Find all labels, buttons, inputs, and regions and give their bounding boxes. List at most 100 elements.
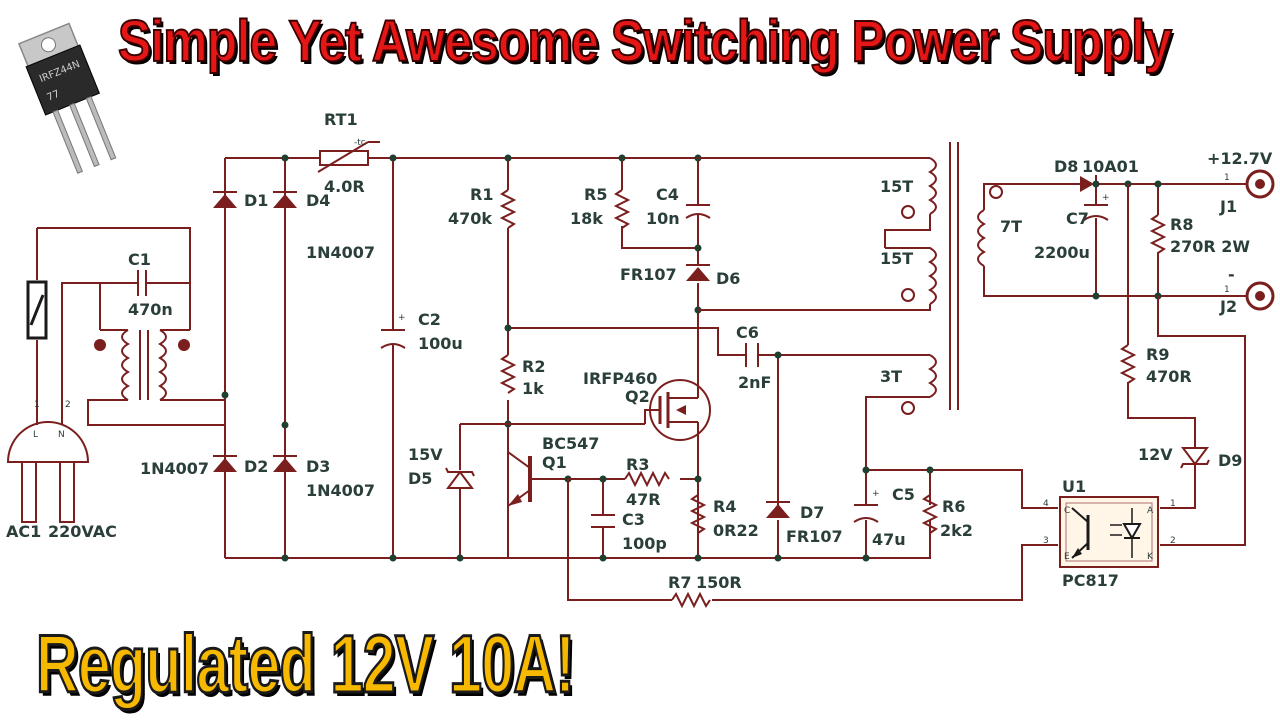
r1-value: 470k (448, 209, 492, 228)
c3-ref: C3 (622, 510, 645, 529)
q2-ref: Q2 (625, 387, 650, 406)
feedback: R9 470R 12V D9 (1119, 184, 1246, 546)
bridge-rectifier: D1 D4 1N4007 1N4007 D2 D3 1N4007 (140, 154, 860, 562)
q1-value: BC547 (542, 434, 599, 453)
c7-value: 2200u (1034, 243, 1090, 262)
u1-pin-k: K (1147, 552, 1154, 562)
q2-mosfet: IRFP460 Q2 (583, 369, 711, 441)
r4-value: 0R22 (713, 521, 759, 540)
r5-ref: R5 (584, 185, 607, 204)
d4-ref: D4 (306, 191, 330, 210)
winding-p1: 15T (880, 177, 913, 196)
page-subtitle: Regulated 12V 10A! (35, 618, 576, 712)
winding-p2: 15T (880, 249, 913, 268)
transistor-to220-icon: IRFZ44N 77 (17, 22, 117, 174)
rt1-ref: RT1 (324, 110, 358, 129)
r4-ref: R4 (713, 497, 736, 516)
transistor-marking-2: 77 (45, 89, 61, 104)
svg-text:+: + (1102, 193, 1110, 203)
ac-pin-2: 2 (65, 400, 71, 410)
c6-ref: C6 (736, 323, 759, 342)
d5-value: 15V (408, 445, 443, 464)
r8-value: 270R 2W (1170, 237, 1250, 256)
r6-ref: R6 (942, 497, 965, 516)
page-title: Simple Yet Awesome Switching Power Suppl… (117, 8, 1173, 75)
j2-pin: 1 (1224, 285, 1230, 295)
transformer: 15T 15T 3T 7T (698, 142, 1028, 559)
r7-value: 150R (696, 573, 742, 592)
j1-value: +12.7V (1207, 149, 1273, 168)
d9-value: 12V (1138, 445, 1173, 464)
r9-ref: R9 (1146, 345, 1169, 364)
ac-input: L N 1 2 AC1 220VAC (6, 227, 191, 541)
c5-value: 47u (872, 530, 906, 549)
winding-sec: 7T (1000, 217, 1022, 236)
d7-ref: D7 (800, 503, 824, 522)
d6-ref: D6 (716, 269, 740, 288)
common-mode-choke (87, 329, 225, 426)
r6-value: 2k2 (940, 521, 973, 540)
current-sense: R3 47R C3 100p R4 0R22 R7 150R (567, 455, 1058, 609)
d8-value: 10A01 (1082, 157, 1139, 176)
d2-value: 1N4007 (140, 459, 209, 478)
svg-text:+: + (398, 313, 406, 323)
u1-pin-e: E (1064, 552, 1070, 562)
u1-pin-2: 2 (1170, 536, 1176, 546)
ac-pin-l: L (33, 430, 38, 440)
ac-pin-1: 1 (34, 400, 40, 410)
d1-ref: D1 (244, 191, 268, 210)
c1-value: 470n (128, 300, 173, 319)
c7-ref: C7 (1066, 209, 1089, 228)
ac1-value: 220VAC (48, 522, 117, 541)
j2-ref: J2 (1219, 297, 1237, 316)
rt1-tc: -tc (354, 138, 366, 148)
j1-ref: J1 (1219, 197, 1237, 216)
u1-ref: U1 (1062, 477, 1086, 496)
c4-ref: C4 (656, 185, 679, 204)
rt1-value: 4.0R (324, 177, 365, 196)
c2-ref: C2 (418, 310, 441, 329)
gate-drive: R1 470k R2 1k 15V D5 BC547 Q1 (408, 154, 698, 562)
r8-ref: R8 (1170, 215, 1193, 234)
u1-pin-3: 3 (1043, 536, 1049, 546)
aux-supply: + C5 47u R6 2k2 (853, 466, 1058, 562)
d6-value: FR107 (620, 265, 677, 284)
r3-value: 47R (626, 490, 661, 509)
c6-value: 2nF (738, 373, 771, 392)
d9-ref: D9 (1218, 451, 1242, 470)
c5-ref: C5 (892, 485, 915, 504)
r2-value: 1k (522, 379, 544, 398)
snubber: R5 18k C4 10n FR107 D6 (570, 154, 740, 558)
j1-pin: 1 (1224, 173, 1230, 183)
c2-capacitor: + C2 100u (380, 154, 463, 562)
d3-ref: D3 (306, 457, 330, 476)
u1-pin-1: 1 (1170, 499, 1176, 509)
rt1-thermistor: RT1 -tc 4.0R (317, 110, 380, 196)
u1-pin-c: C (1064, 506, 1070, 516)
c3-value: 100p (622, 534, 667, 553)
u1-pin-a: A (1147, 506, 1154, 516)
output-stage: + D8 10A01 C7 2200u R8 270R 2W +12.7V J1… (1028, 149, 1275, 316)
r5-value: 18k (570, 209, 603, 228)
c1-capacitor: C1 470n (100, 250, 190, 319)
d2-ref: D2 (244, 457, 268, 476)
svg-text:+: + (872, 489, 880, 499)
d4-value: 1N4007 (306, 243, 375, 262)
r9-value: 470R (1146, 367, 1192, 386)
c4-value: 10n (646, 209, 680, 228)
ac1-ref: AC1 (6, 522, 41, 541)
ac-pin-n: N (58, 430, 65, 440)
q2-value: IRFP460 (583, 369, 657, 388)
u1-optocoupler: C E A K 4 3 1 2 U1 PC817 (1043, 477, 1176, 590)
c1-ref: C1 (128, 250, 151, 269)
d8-ref: D8 (1054, 157, 1078, 176)
c6-d7: C6 2nF D7 FR107 (698, 323, 930, 562)
r1-ref: R1 (470, 185, 493, 204)
d3-value: 1N4007 (306, 481, 375, 500)
u1-pin-4: 4 (1043, 499, 1049, 509)
c2-value: 100u (418, 334, 463, 353)
r3-ref: R3 (626, 455, 649, 474)
winding-aux: 3T (880, 367, 902, 386)
u1-value: PC817 (1062, 571, 1119, 590)
